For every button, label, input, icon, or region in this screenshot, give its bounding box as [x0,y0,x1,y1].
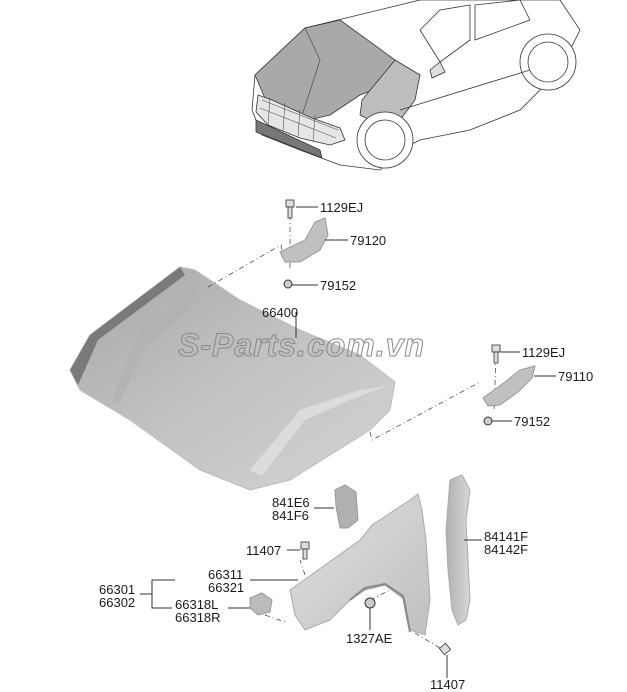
label-84141f[interactable]: 84141F [484,529,529,544]
label-841e6[interactable]: 841E6 [272,495,310,510]
label-bolt-upper-right[interactable]: 1129EJ [522,345,566,360]
label-bolt-upper-left[interactable]: 1129EJ [320,200,364,215]
label-fender-filler[interactable]: 841E6 841F6 [272,496,310,522]
bolt-icon [491,344,501,364]
nut-icon [364,597,376,609]
label-nut-fender[interactable]: 1327AE [346,631,393,646]
label-nut-left[interactable]: 79152 [320,278,357,293]
left-hinge-group [279,199,348,338]
label-66318r[interactable]: 66318R [175,610,221,625]
label-hood[interactable]: 66400 [262,305,299,320]
bolt-icon [438,642,452,656]
right-hinge-group [482,344,556,426]
label-66321[interactable]: 66321 [208,580,245,595]
label-fender-bracket[interactable]: 66318L 66318R [175,598,221,624]
label-66302[interactable]: 66302 [99,595,136,610]
fender-liner-part [445,474,471,626]
assembly-bracket-lines [140,579,175,609]
fender-part [228,493,452,678]
label-66301[interactable]: 66301 [99,582,136,597]
fender-bracket-part [249,592,273,616]
fender-filler-part [334,484,359,529]
bolt-icon [300,541,310,560]
label-fender-liner[interactable]: 84141F 84142F [484,530,528,556]
watermark: S-Parts.com.vn [178,327,425,364]
label-66311[interactable]: 66311 [208,567,244,582]
label-fender-panel[interactable]: 66311 66321 [208,568,244,594]
label-nut-right[interactable]: 79152 [514,414,551,429]
label-841f6[interactable]: 841F6 [272,508,309,523]
car-illustration [251,0,581,171]
label-84142f[interactable]: 84142F [484,542,529,557]
bolt-icon [285,199,295,219]
nut-icon [483,416,493,426]
label-hinge-right[interactable]: 79110 [558,369,594,384]
label-66318l[interactable]: 66318L [175,597,219,612]
hood-part [69,266,396,491]
label-fender-bolt-lower[interactable]: 11407 [430,677,466,692]
label-hinge-left[interactable]: 79120 [350,233,387,248]
label-fender-bolt[interactable]: 11407 [246,543,282,558]
label-fender-assy[interactable]: 66301 66302 [99,583,135,609]
nut-icon [283,279,293,289]
